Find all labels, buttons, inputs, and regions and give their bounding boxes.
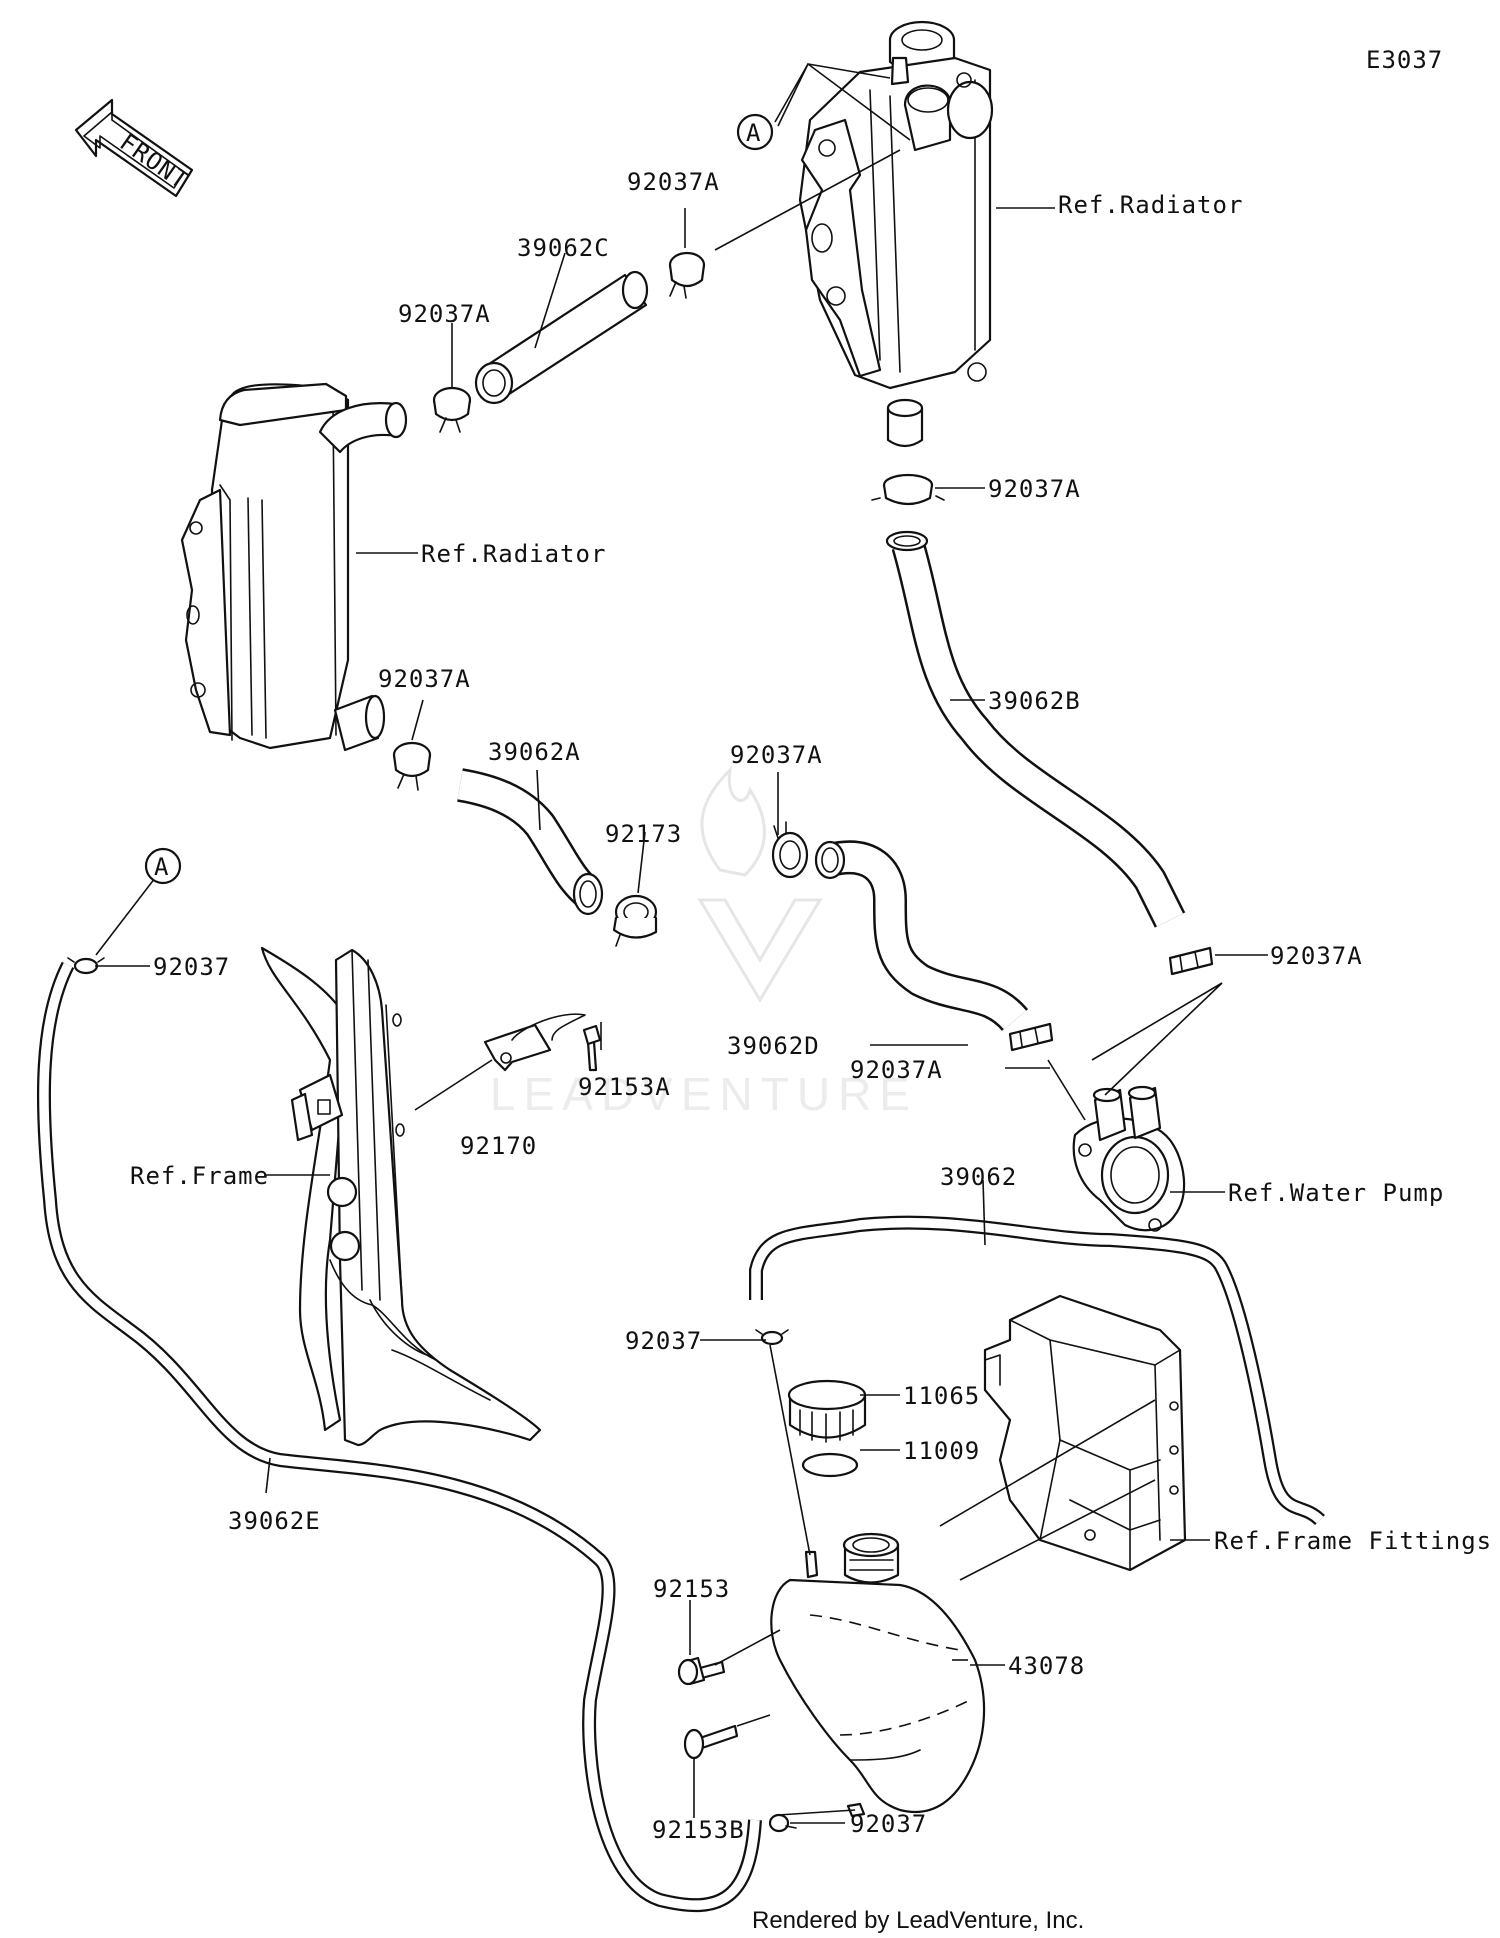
bracket-92170 xyxy=(483,1013,586,1072)
label-39062C: 39062C xyxy=(517,234,610,262)
label-ref-radiator-left: Ref.Radiator xyxy=(421,540,606,568)
label-92153B: 92153B xyxy=(652,1816,745,1844)
reservoir-tank-43078 xyxy=(770,1532,986,1818)
callout-a-left: A xyxy=(144,847,182,885)
label-92037A-2: 92037A xyxy=(398,300,491,328)
hose-39062A xyxy=(457,768,604,916)
label-ref-water-pump: Ref.Water Pump xyxy=(1228,1179,1444,1207)
clamp-92037A-left-top xyxy=(432,386,472,433)
leader-lines xyxy=(95,62,1268,1824)
label-92037A-3: 92037A xyxy=(988,475,1081,503)
label-92037-2: 92037 xyxy=(625,1327,702,1355)
label-92037A-6: 92037A xyxy=(1270,942,1363,970)
clip-92037-tank-top xyxy=(755,1329,789,1346)
clamp-92037A-pump-upper xyxy=(1168,946,1214,976)
label-92170: 92170 xyxy=(460,1132,537,1160)
clamp-92037A-top xyxy=(668,251,706,299)
watermark-text: LEADVENTURE xyxy=(490,1068,918,1120)
part-labels: Ref.Radiator 92037A 39062C 92037A 92037A… xyxy=(130,168,1492,1844)
label-92153A: 92153A xyxy=(578,1073,671,1101)
label-92037A-1: 92037A xyxy=(627,168,720,196)
svg-text:A: A xyxy=(746,119,761,147)
diagram-id: E3037 xyxy=(1366,46,1443,74)
bolt-92153 xyxy=(677,1656,726,1686)
label-92037A-7: 92037A xyxy=(850,1056,943,1084)
watermark-logo: LEADVENTURE xyxy=(490,765,918,1120)
front-arrow-icon: FRONT xyxy=(74,98,194,198)
label-11065: 11065 xyxy=(903,1382,980,1410)
label-39062: 39062 xyxy=(940,1163,1017,1191)
label-92173: 92173 xyxy=(605,820,682,848)
label-11009: 11009 xyxy=(903,1437,980,1465)
bolt-92153B xyxy=(683,1724,739,1760)
cap-11065 xyxy=(787,1379,867,1443)
tube-39062 xyxy=(749,1215,1325,1526)
callout-a-top: A xyxy=(736,113,774,151)
gasket-11009 xyxy=(801,1452,859,1478)
label-92037A-4: 92037A xyxy=(378,665,471,693)
label-39062E: 39062E xyxy=(228,1507,321,1535)
label-39062D: 39062D xyxy=(727,1032,820,1060)
label-92037-1: 92037 xyxy=(153,953,230,981)
label-39062B: 39062B xyxy=(988,687,1081,715)
label-39062A: 39062A xyxy=(488,738,581,766)
clamp-92037A-right-bottom xyxy=(871,473,945,506)
frame-fittings-bracket xyxy=(983,1294,1187,1572)
right-radiator xyxy=(798,20,994,448)
hose-39062D xyxy=(814,840,1029,1032)
clamp-92037A-middle xyxy=(771,821,809,879)
clamp-92173 xyxy=(612,894,658,947)
clamp-92037A-left-bottom xyxy=(392,741,432,791)
label-43078: 43078 xyxy=(1008,1652,1085,1680)
left-radiator xyxy=(180,382,408,752)
hose-39062B xyxy=(885,530,1186,928)
label-ref-radiator-right: Ref.Radiator xyxy=(1058,191,1243,219)
label-ref-frame: Ref.Frame xyxy=(130,1162,269,1190)
hose-39062C xyxy=(474,270,649,405)
label-92153: 92153 xyxy=(653,1575,730,1603)
label-92037-3: 92037 xyxy=(850,1810,927,1838)
bolt-92153A xyxy=(582,1024,602,1072)
frame xyxy=(260,946,542,1447)
label-ref-frame-fittings: Ref.Frame Fittings xyxy=(1214,1527,1492,1555)
footer-credit: Rendered by LeadVenture, Inc. xyxy=(752,1907,1084,1934)
water-pump xyxy=(1072,1085,1186,1232)
clamp-92037A-pump-lower xyxy=(1008,1022,1054,1052)
svg-text:A: A xyxy=(154,853,169,881)
tube-39062E xyxy=(36,961,762,1913)
label-92037A-5: 92037A xyxy=(730,741,823,769)
